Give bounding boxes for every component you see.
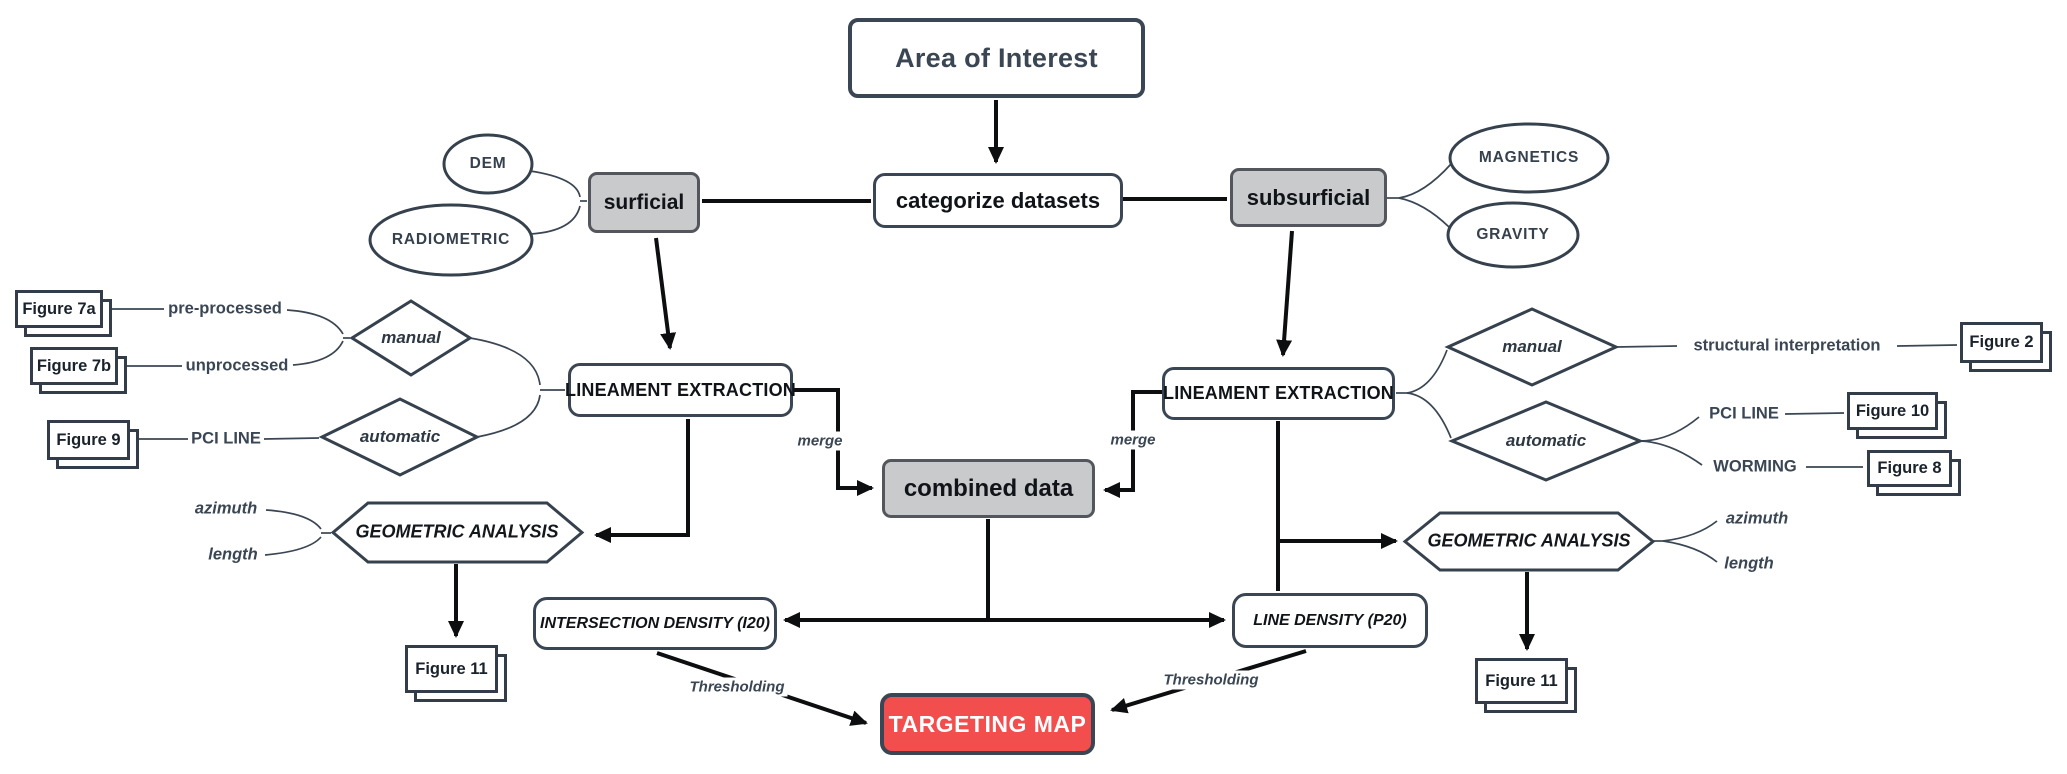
hexagon-geometric-analysis-left [330,501,585,564]
connector-length-right [1662,540,1718,563]
figure-label: Figure 7b [30,347,118,385]
figure-label: Figure 9 [47,420,130,460]
label-azimuth-left: azimuth [194,499,258,518]
figure-ref-11-left: Figure 11 [405,645,507,702]
connector-subsurficial-to-lineament-right [1276,230,1294,357]
node-area-of-interest: Area of Interest [848,18,1145,98]
connector-manual-to-lineament-left [469,337,541,386]
diamond-manual-left [349,299,473,377]
node-combined-data: combined data [882,459,1095,518]
connector-surficial-to-lineament-left [654,237,677,350]
connector-radiometric-to-surficial [530,205,581,235]
connector-dem-to-surficial [529,170,581,198]
ellipse-gravity [1446,201,1580,269]
connector-lineament-right-to-automatic [1406,392,1452,439]
connector-pciline-to-automatic [263,437,320,440]
connector-azimuth-left [265,509,322,530]
connector-azimuth-right [1662,520,1718,542]
figure-ref-11-right: Figure 11 [1475,658,1577,713]
edge-label-thresholding-right: Thresholding [1160,670,1262,690]
diamond-automatic-left [318,397,481,477]
figure-ref-8: Figure 8 [1867,450,1961,496]
node-targeting-map: TARGETING MAP [880,693,1095,755]
node-categorize-datasets: categorize datasets [873,173,1123,228]
node-intersection-density: INTERSECTION DENSITY (I20) [533,597,777,650]
label-azimuth-right: azimuth [1725,509,1789,528]
figure-label: Figure 2 [1960,322,2043,363]
label-unprocessed: unprocessed [185,356,289,375]
figure-ref-9: Figure 9 [47,420,139,469]
figure-label: Figure 10 [1847,392,1938,430]
ellipse-radiometric-label: RADIOMETRIC [391,231,511,248]
diamond-automatic-right [1448,400,1644,482]
ellipse-magnetics-label: MAGNETICS [1478,149,1580,166]
connector-lineament-right-to-manual [1406,349,1448,394]
node-line-density: LINE DENSITY (P20) [1232,593,1428,648]
figure-ref-7b: Figure 7b [30,347,127,394]
ellipse-dem-label: DEM [469,155,507,172]
diamond-automatic-right-label: automatic [1505,431,1587,450]
edge-label-thresholding-left: Thresholding [686,677,788,697]
label-pci-line-right: PCI LINE [1709,404,1779,423]
connector-automatic-right-to-worming [1639,440,1703,466]
label-pci-line-left: PCI LINE [191,429,261,448]
figure-ref-2: Figure 2 [1960,322,2052,372]
edge-label-merge-right: merge [1107,430,1159,450]
node-lineament-extraction-right: LINEAMENT EXTRACTION [1162,367,1395,420]
figure-label: Figure 8 [1867,450,1952,487]
label-length-left: length [208,545,258,564]
ellipse-radiometric [368,203,534,277]
connector-preprocessed-to-manual [286,309,344,335]
ellipse-dem [442,133,534,195]
connector-unprocessed-to-manual [292,340,344,366]
connector-manual-right-to-structural [1615,345,1678,348]
label-length-right: length [1724,554,1774,573]
hexagon-geometric-left-label: GEOMETRIC ANALYSIS [355,521,559,542]
label-structural-interpretation: structural interpretation [1693,336,1881,355]
edge-label-merge-left: merge [794,431,846,451]
label-worming: WORMING [1713,457,1797,476]
connector-automatic-right-to-pciline [1639,416,1700,442]
ellipse-magnetics [1448,122,1610,194]
figure-label: Figure 11 [405,645,498,693]
node-subsurficial: subsurficial [1230,168,1387,227]
diamond-manual-right-label: manual [1502,337,1562,356]
connector-subsurficial-to-magnetics [1398,163,1452,199]
figure-label: Figure 11 [1475,658,1568,704]
connector-automatic-to-lineament-left [476,394,541,438]
node-lineament-extraction-left: LINEAMENT EXTRACTION [565,363,796,417]
connector-subsurficial-to-gravity [1398,197,1450,228]
connector-lineament-left-to-geometric-left [594,419,690,543]
figure-label: Figure 7a [15,290,103,328]
label-pre-processed: pre-processed [168,299,282,318]
diamond-manual-right [1444,307,1620,387]
node-surficial: surficial [588,172,700,233]
figure-ref-7a: Figure 7a [15,290,112,337]
figure-ref-10: Figure 10 [1847,392,1947,439]
hexagon-geometric-right-label: GEOMETRIC ANALYSIS [1427,530,1631,551]
ellipse-gravity-label: GRAVITY [1476,226,1550,243]
connector-length-left [264,536,322,556]
diamond-manual-left-label: manual [381,328,441,347]
connector-pciline-to-figure10 [1784,412,1845,415]
connector-structural-to-figure2 [1896,344,1958,347]
hexagon-geometric-analysis-right [1402,511,1656,572]
diamond-automatic-left-label: automatic [359,427,441,446]
